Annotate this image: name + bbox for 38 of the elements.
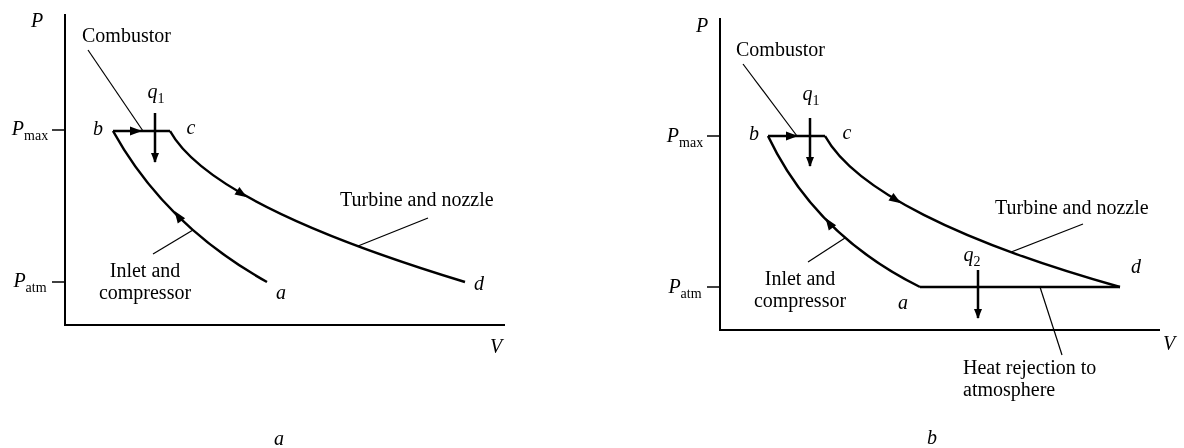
leader-line xyxy=(357,217,429,247)
point-label: c xyxy=(842,121,852,143)
point-label: a xyxy=(276,281,286,303)
leader-line xyxy=(152,229,194,255)
leader-line xyxy=(742,63,798,137)
axis-label: P xyxy=(30,9,44,31)
leader-line xyxy=(807,237,846,263)
heat-rejection-line xyxy=(920,285,1120,289)
heat-label: q$_{1}$ xyxy=(147,80,165,108)
heat-addition-line xyxy=(768,131,825,141)
point-label: d xyxy=(1131,255,1141,277)
point-label: c xyxy=(186,116,196,138)
point-label: d xyxy=(474,272,484,294)
heat-addition-line xyxy=(113,126,170,136)
callout-text: Turbine and nozzle xyxy=(340,188,494,210)
callout-text: Combustor xyxy=(82,24,171,46)
point-label: b xyxy=(749,122,759,144)
heat-label: q$_{2}$ xyxy=(963,243,981,271)
axis-label: P xyxy=(695,14,709,36)
axis-tick-label: P$_{max}$ xyxy=(666,124,704,152)
callout-text: Combustor xyxy=(736,38,825,60)
point-label: b xyxy=(93,117,103,139)
heat-label: q$_{1}$ xyxy=(802,82,820,110)
axis-tick-label: P$_{atm}$ xyxy=(668,275,702,303)
axis-tick-label: P$_{atm}$ xyxy=(13,269,47,297)
callout-text: Turbine and nozzle xyxy=(995,196,1149,218)
panel-caption: a xyxy=(274,427,284,448)
leader-line xyxy=(87,49,144,132)
callout-text: Inlet and compressor xyxy=(752,267,848,311)
leader-line xyxy=(1039,286,1063,356)
axis-tick-label: P$_{max}$ xyxy=(11,117,49,145)
axis-label: V xyxy=(1162,332,1176,354)
callout-text: Heat rejection to atmosphere xyxy=(963,356,1098,400)
panel-caption: b xyxy=(927,426,937,448)
callout-text: Inlet and compressor xyxy=(97,259,193,303)
point-label: a xyxy=(898,291,908,313)
leader-line xyxy=(1010,223,1084,253)
axis-label: V xyxy=(489,335,503,357)
